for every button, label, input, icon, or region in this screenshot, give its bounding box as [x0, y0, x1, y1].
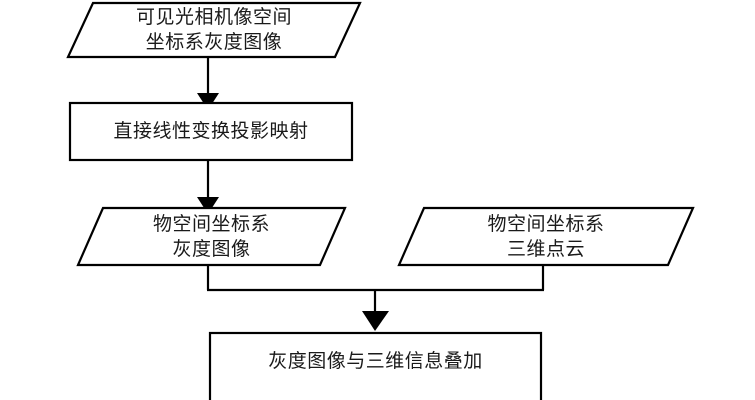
edge-arrowhead-merge — [362, 311, 389, 331]
node-shape-n3[interactable] — [76, 206, 347, 267]
node-shape-n5[interactable] — [208, 331, 543, 400]
node-shape-n2[interactable] — [68, 101, 354, 162]
edge-arrowhead-e1 — [197, 93, 219, 110]
node-shape-n4[interactable] — [397, 206, 695, 267]
node-shape-n1[interactable] — [66, 1, 362, 59]
edge-arrowhead-e2 — [197, 197, 219, 214]
